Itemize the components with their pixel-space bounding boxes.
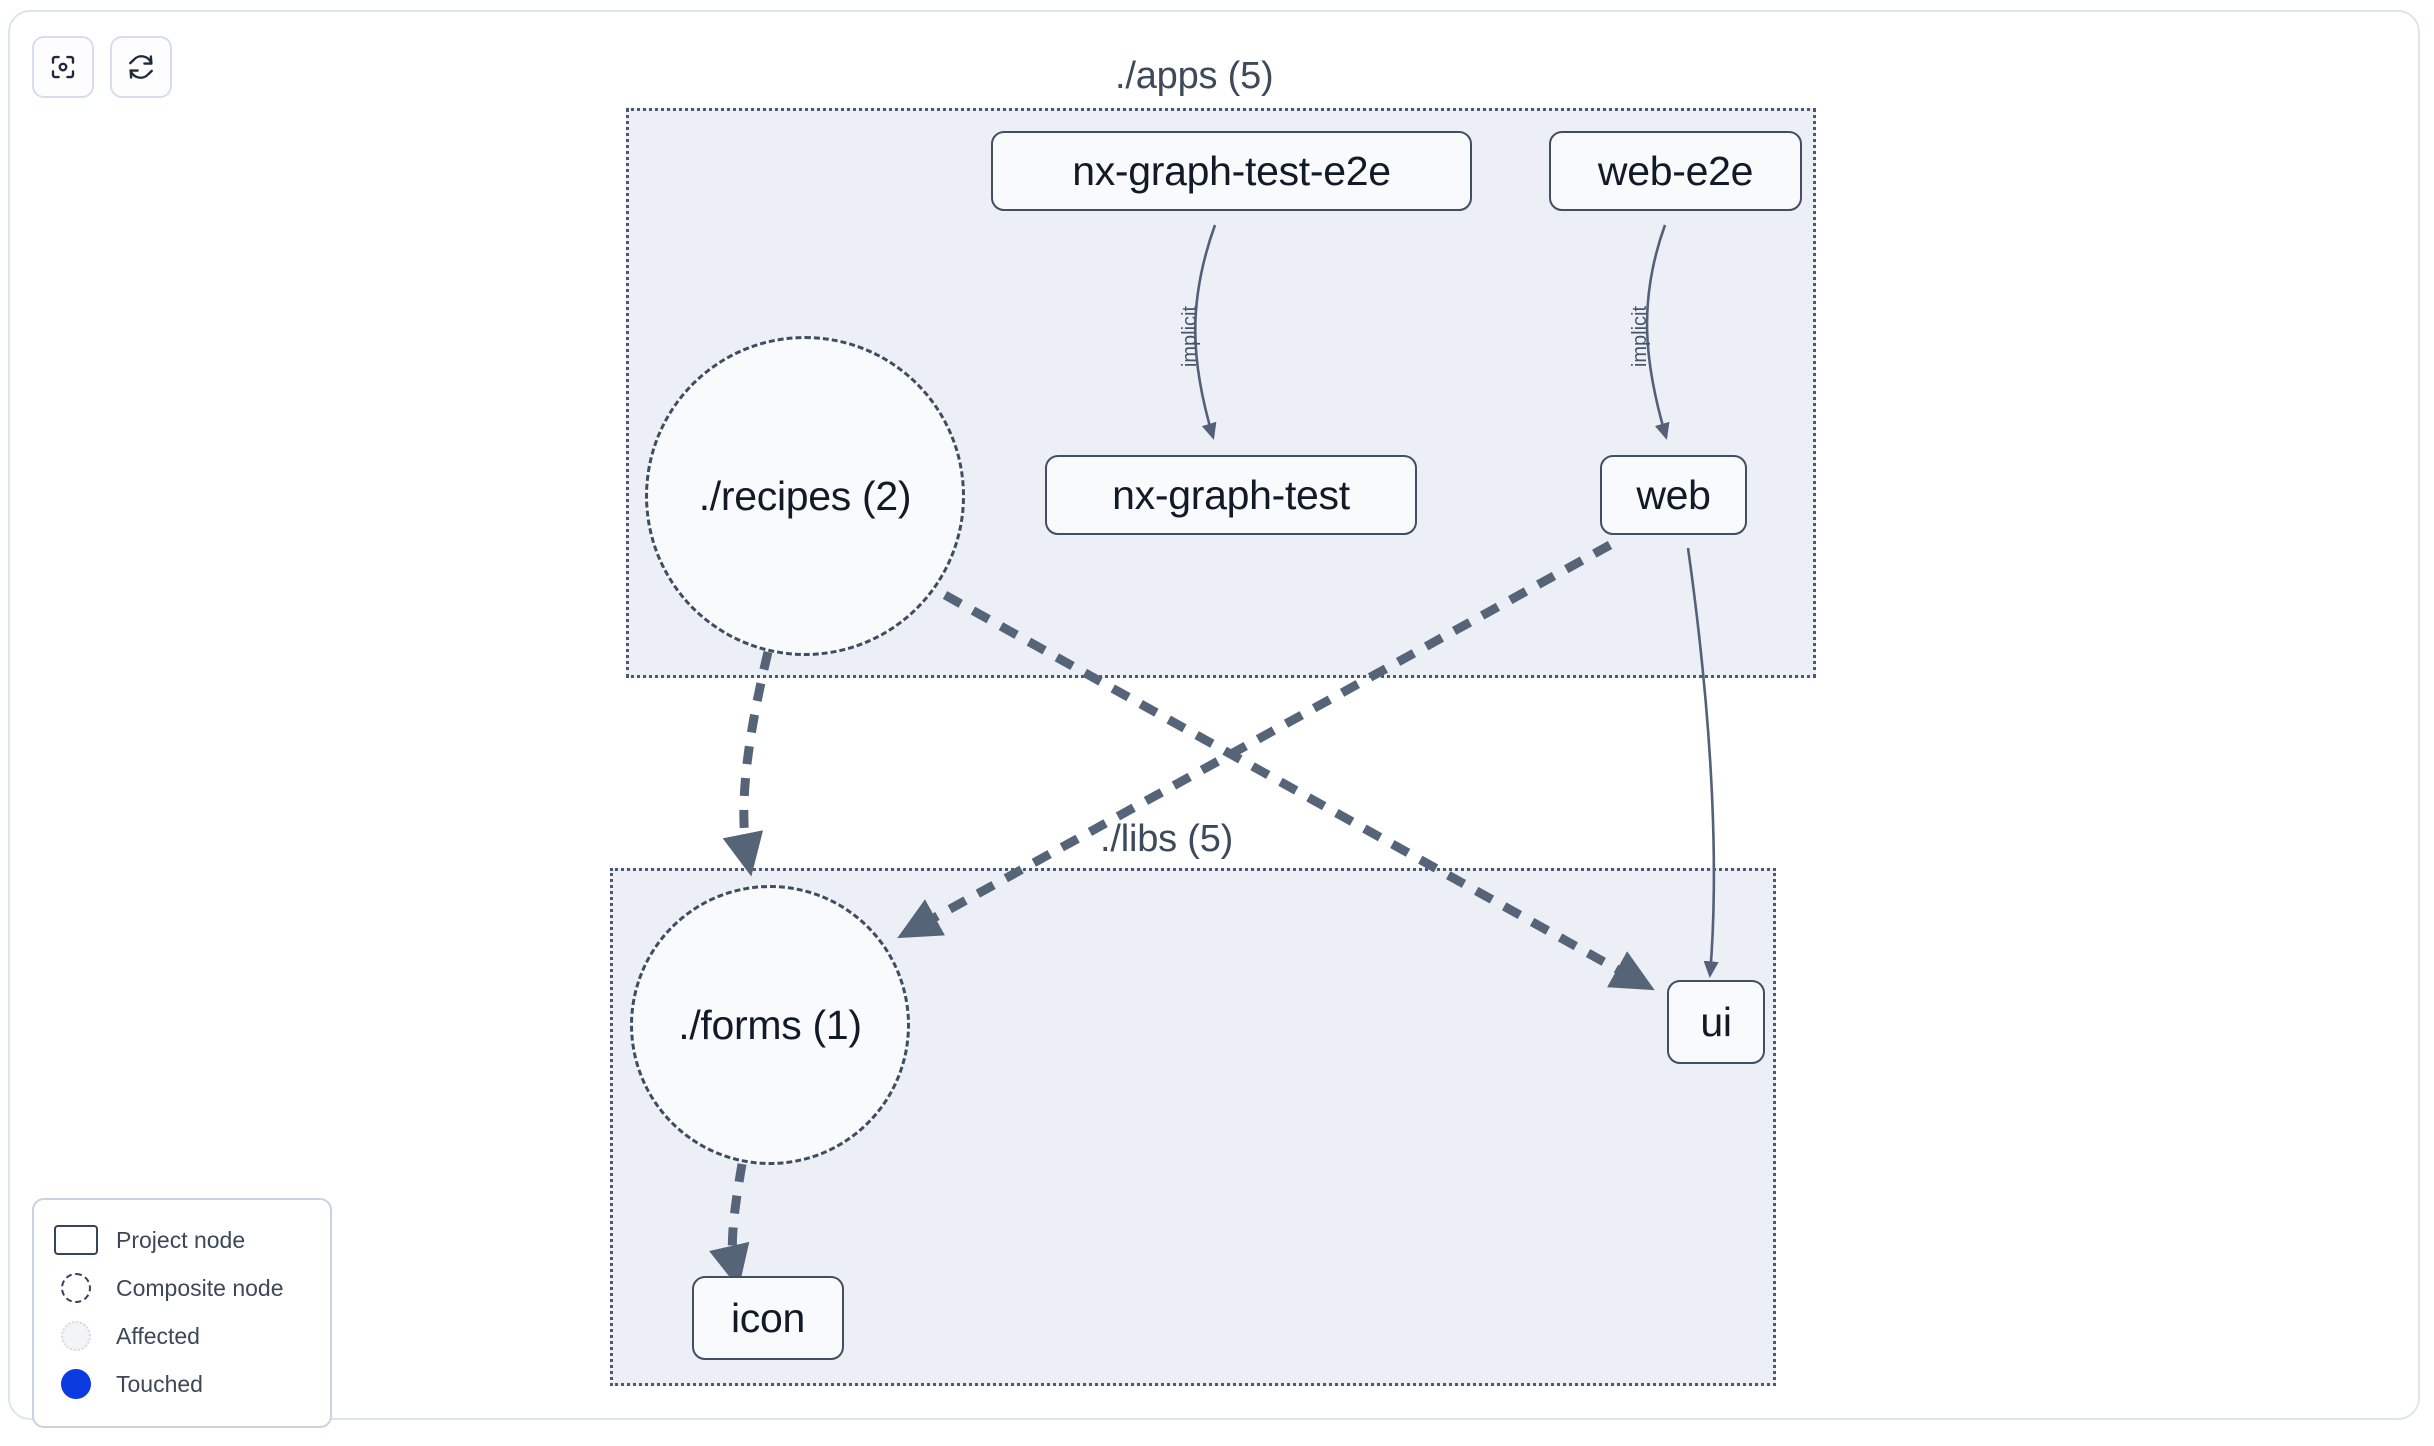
legend-label: Affected xyxy=(116,1322,200,1349)
node-web[interactable]: web xyxy=(1600,455,1747,535)
edge-recipes-to-ui xyxy=(942,591,1655,991)
edge-label-implicit-nx-graph-test: implicit xyxy=(1179,305,1202,368)
graph-legend: Project node Composite node Affected Tou… xyxy=(32,1198,332,1428)
legend-label: Project node xyxy=(116,1226,246,1253)
node-ui[interactable]: ui xyxy=(1667,980,1765,1064)
refresh-icon xyxy=(126,52,156,82)
focus-graph-button[interactable] xyxy=(32,36,94,98)
edge-web-to-ui xyxy=(1686,547,1719,979)
node-icon[interactable]: icon xyxy=(692,1276,844,1360)
group-label-libs: ./libs (5) xyxy=(1100,818,1234,860)
node-recipes[interactable]: ./recipes (2) xyxy=(645,336,965,656)
focus-target-icon xyxy=(48,52,78,82)
node-nx-graph-test-e2e[interactable]: nx-graph-test-e2e xyxy=(991,131,1472,211)
legend-item-composite-node: Composite node xyxy=(54,1264,310,1312)
edge-label-implicit-web: implicit xyxy=(1629,305,1652,368)
edge-web-e2e-to-web xyxy=(1645,224,1670,440)
legend-item-project-node: Project node xyxy=(54,1216,310,1264)
node-web-e2e[interactable]: web-e2e xyxy=(1549,131,1802,211)
group-label-apps: ./apps (5) xyxy=(1115,55,1274,97)
node-nx-graph-test[interactable]: nx-graph-test xyxy=(1045,455,1417,535)
legend-label: Touched xyxy=(116,1370,203,1397)
composite-node-swatch xyxy=(54,1273,98,1303)
legend-item-affected: Affected xyxy=(54,1312,310,1360)
edge-recipes-to-forms xyxy=(722,650,773,877)
edge-web-to-forms xyxy=(897,541,1613,939)
project-node-swatch xyxy=(54,1225,98,1255)
edge-nx-graph-test-e2e-to-nx-graph-test xyxy=(1194,224,1217,440)
affected-swatch xyxy=(54,1321,98,1351)
legend-item-touched: Touched xyxy=(54,1360,310,1408)
node-forms[interactable]: ./forms (1) xyxy=(630,885,910,1165)
refresh-graph-button[interactable] xyxy=(110,36,172,98)
legend-label: Composite node xyxy=(116,1274,284,1301)
graph-toolbar xyxy=(32,36,172,98)
edge-forms-to-icon xyxy=(709,1163,750,1289)
touched-swatch xyxy=(54,1369,98,1399)
